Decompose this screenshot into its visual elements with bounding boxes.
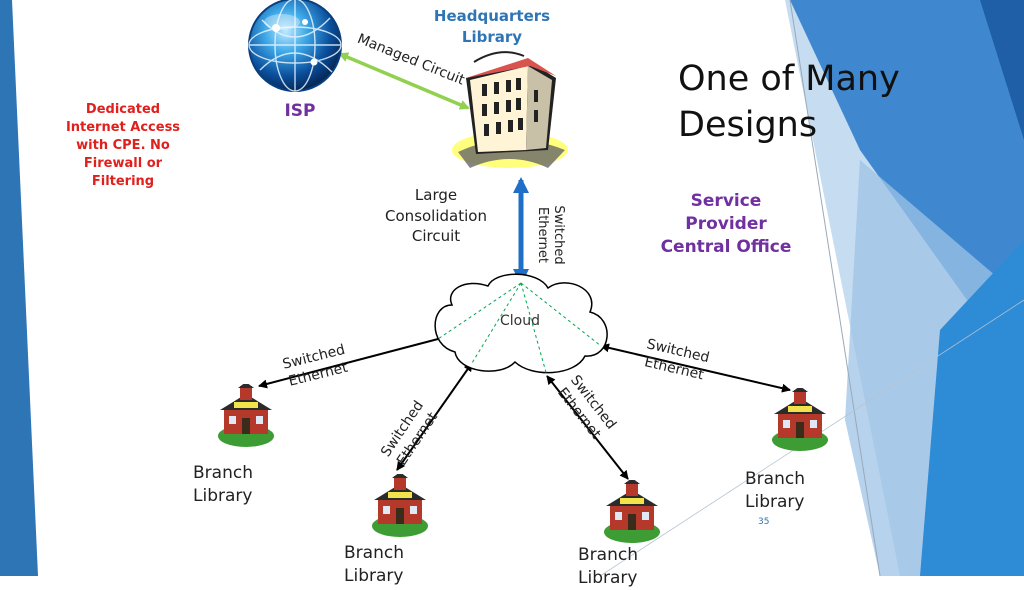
managed-circuit-link <box>338 52 470 110</box>
link-branch-left <box>258 338 439 389</box>
library-word: Library <box>193 486 253 506</box>
dedicated-note-line: with CPE. No <box>76 138 170 153</box>
cloud-shape <box>434 273 608 377</box>
slide-title-line1: One of Many <box>678 59 900 99</box>
dedicated-access-note: Dedicated Internet Access with CPE. No F… <box>58 101 188 191</box>
ethernet-word: Ethernet <box>535 207 550 263</box>
branch-bottom-left-label: Branch Library <box>344 542 404 588</box>
dedicated-note-line: Dedicated <box>85 102 161 117</box>
headquarters-building-icon <box>452 51 568 168</box>
page-number: 35 <box>758 517 770 527</box>
branch-left-label: Branch Library <box>193 462 253 508</box>
consolidation-label-line: Consolidation <box>385 206 487 225</box>
consolidation-label-line: Circuit <box>411 227 461 245</box>
branch-word: Branch <box>745 469 805 489</box>
library-word: Library <box>578 568 638 588</box>
service-provider-line: Provider <box>685 214 767 234</box>
branch-bottom-left-schoolhouse-icon <box>372 474 428 537</box>
library-word: Library <box>745 492 805 512</box>
branch-bottom-right-schoolhouse-icon <box>604 480 660 543</box>
isp-label: ISP <box>284 101 316 121</box>
branch-word: Branch <box>578 545 638 565</box>
service-provider-label: Service Provider Central Office <box>652 190 800 259</box>
isp-globe-icon <box>248 0 342 92</box>
link-branch-bottom-right <box>546 375 629 480</box>
link-branch-right <box>600 343 791 393</box>
headquarters-label-line2: Library <box>461 28 523 46</box>
branch-word: Branch <box>344 543 404 563</box>
branch-left-schoolhouse-icon <box>218 384 274 447</box>
cloud-label: Cloud <box>500 313 540 329</box>
headquarters-label: Headquarters Library <box>432 6 552 48</box>
dedicated-note-line: Internet Access <box>65 120 181 135</box>
slide-title: One of Many Designs <box>678 56 900 148</box>
consolidation-label-line: Large <box>414 186 458 204</box>
dedicated-note-line: Firewall or <box>83 156 163 171</box>
dedicated-note-line: Filtering <box>91 174 155 189</box>
branch-right-schoolhouse-icon <box>772 388 828 451</box>
switched-ethernet-label-core: Switched Ethernet <box>534 197 566 273</box>
left-accent-strip <box>0 0 38 576</box>
right-decoration <box>599 0 1024 576</box>
library-word: Library <box>344 566 404 586</box>
service-provider-line: Service <box>690 191 762 211</box>
switched-word: Switched <box>551 205 566 265</box>
slide-title-line2: Designs <box>678 105 818 145</box>
branch-bottom-right-label: Branch Library <box>578 544 638 590</box>
slide-background <box>0 0 1024 576</box>
branch-right-label: Branch Library <box>745 468 805 514</box>
large-consolidation-circuit-label: Large Consolidation Circuit <box>374 185 498 247</box>
headquarters-label-line1: Headquarters <box>433 7 551 25</box>
link-branch-bottom-left <box>396 362 473 471</box>
branch-word: Branch <box>193 463 253 483</box>
service-provider-line: Central Office <box>660 237 792 257</box>
